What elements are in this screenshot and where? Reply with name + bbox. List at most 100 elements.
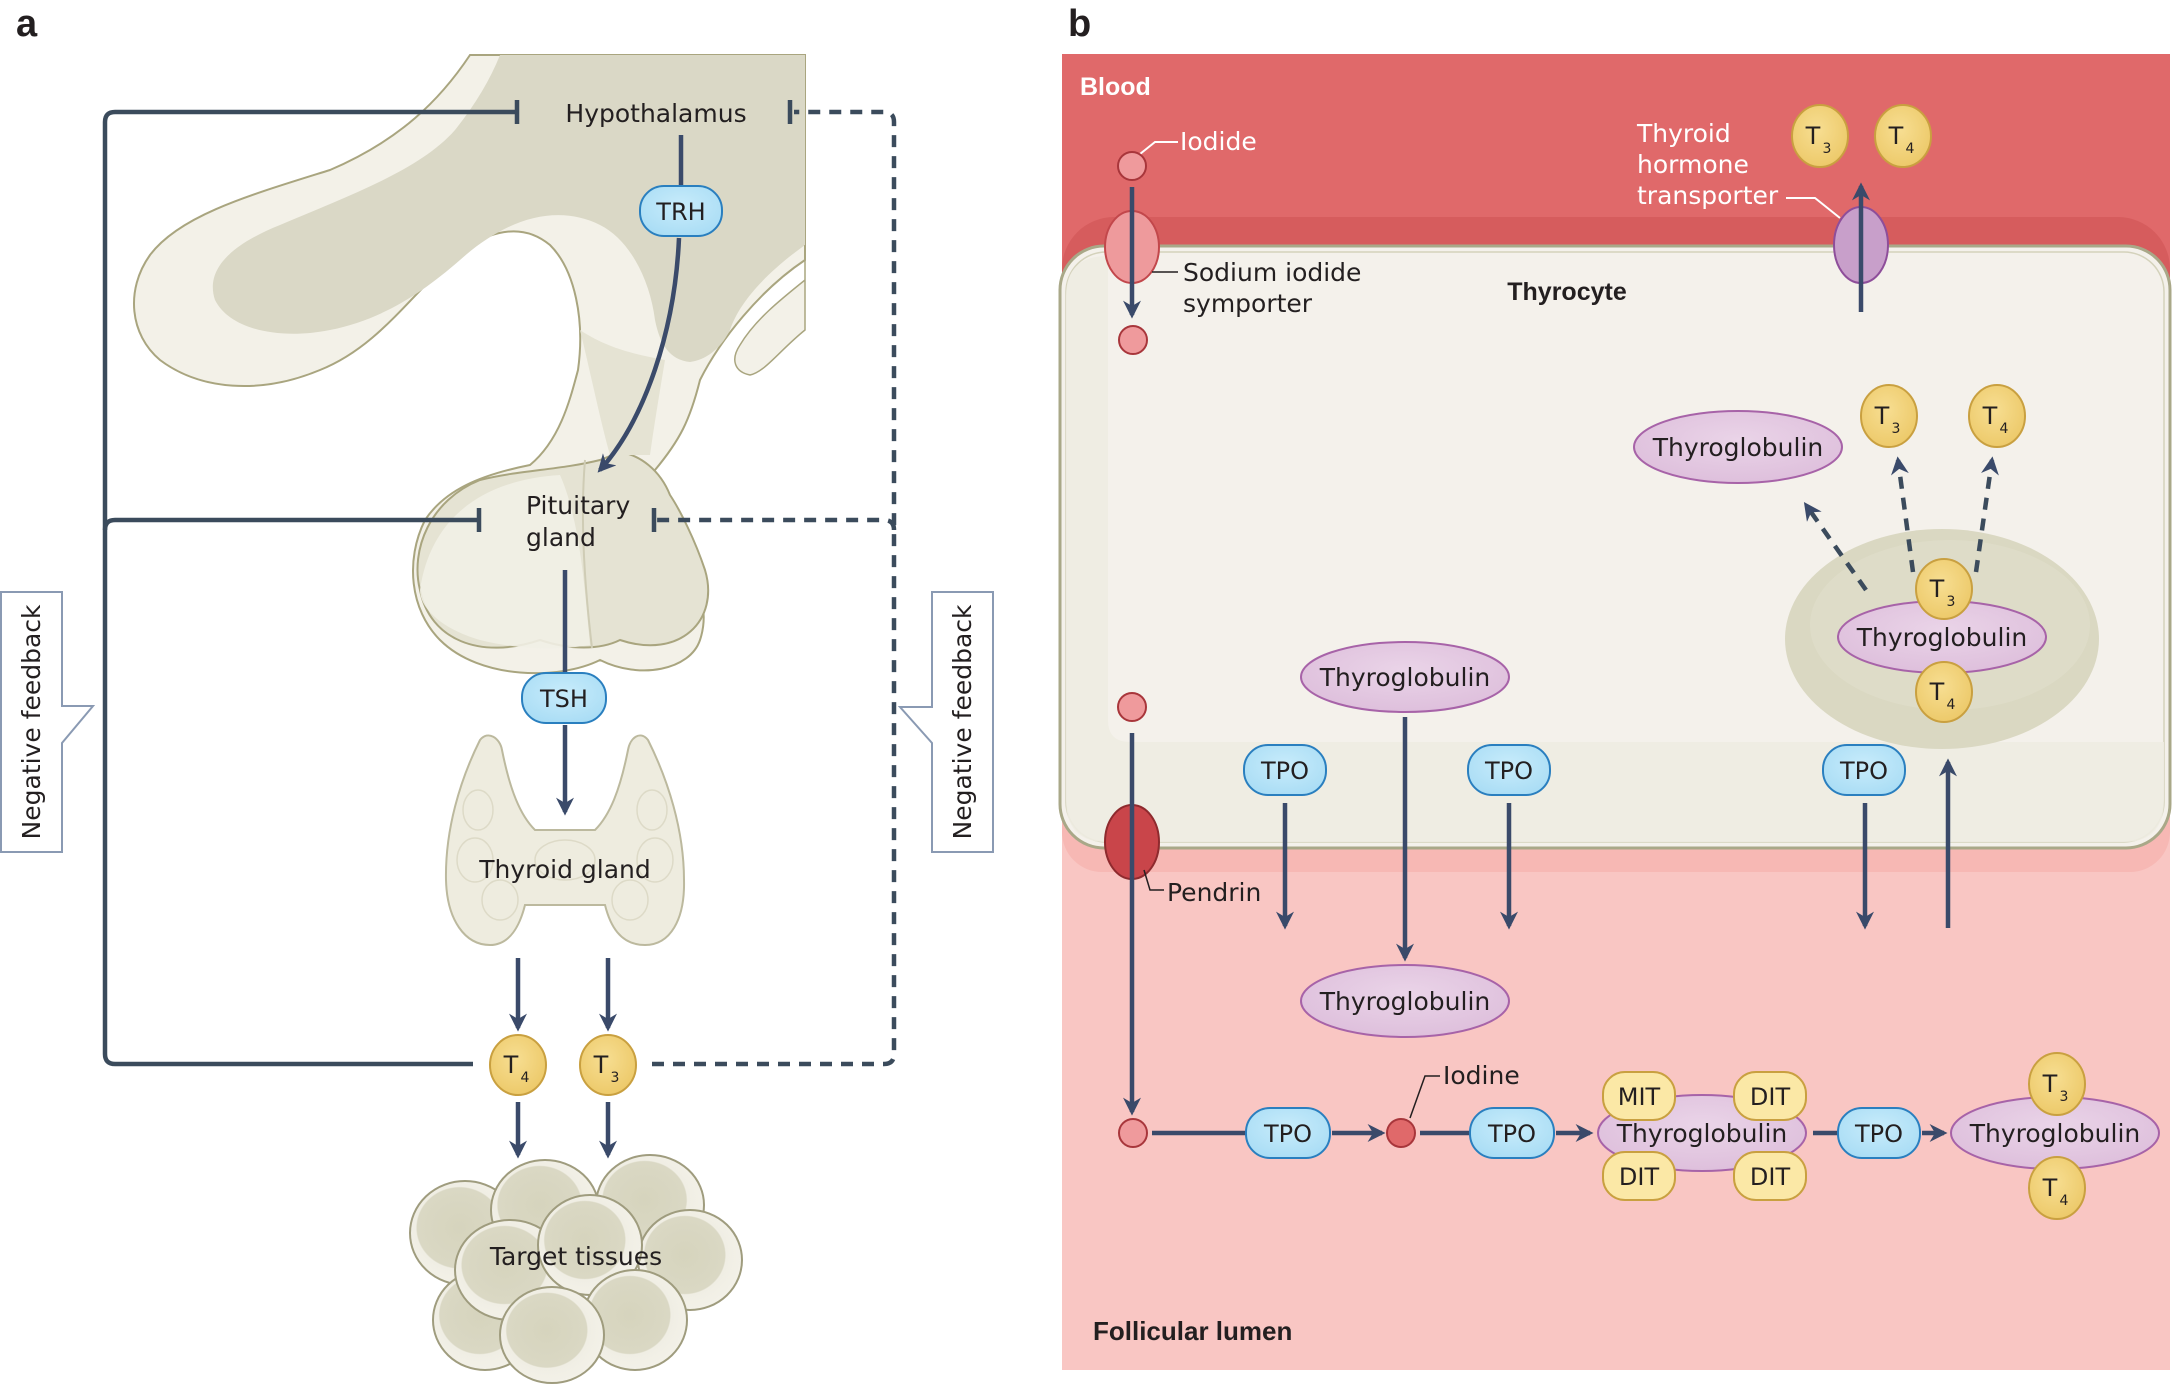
mit-residue: MIT bbox=[1602, 1071, 1676, 1121]
svg-text:TPO: TPO bbox=[1854, 1120, 1903, 1148]
dit-residue-top: DIT bbox=[1733, 1071, 1807, 1121]
thyroglobulin-with-hormones: Thyroglobulin T 3 T 4 bbox=[1950, 1052, 2160, 1220]
pituitary-label-line2: gland bbox=[526, 523, 596, 552]
t4-hormone-blood: T 4 bbox=[1874, 104, 1932, 168]
trh-label: TRH bbox=[655, 198, 705, 226]
thyrocyte-label: Thyrocyte bbox=[1507, 278, 1627, 306]
svg-text:TPO: TPO bbox=[1484, 757, 1533, 785]
svg-text:TPO: TPO bbox=[1260, 757, 1309, 785]
svg-text:Thyroglobulin: Thyroglobulin bbox=[1319, 663, 1491, 692]
t3-hormone-blood: T 3 bbox=[1791, 104, 1849, 168]
svg-text:T: T bbox=[1929, 678, 1945, 706]
svg-text:DIT: DIT bbox=[1619, 1163, 1660, 1191]
svg-text:4: 4 bbox=[2060, 1193, 2069, 1209]
iodide-ion-blood bbox=[1117, 151, 1147, 181]
thyroid-gland bbox=[444, 734, 686, 947]
trh-to-pituitary-arrow bbox=[597, 237, 682, 473]
target-tissues-label: Target tissues bbox=[489, 1242, 662, 1271]
iodine-atom bbox=[1386, 1118, 1416, 1148]
negative-feedback-callout-left: Negative feedback bbox=[0, 591, 96, 853]
transporter-label-line1: Thyroid bbox=[1636, 119, 1731, 148]
svg-text:4: 4 bbox=[2000, 421, 2009, 437]
svg-text:3: 3 bbox=[1892, 421, 1901, 437]
tpo-cytoplasm-2: TPO bbox=[1467, 744, 1551, 796]
brain-anatomy bbox=[133, 54, 806, 675]
symporter-label-line1: Sodium iodide bbox=[1183, 258, 1361, 287]
negative-feedback-left-label: Negative feedback bbox=[17, 604, 46, 840]
panel-a-letter: a bbox=[16, 3, 38, 45]
blood-label: Blood bbox=[1080, 73, 1151, 101]
transporter-label-line2: hormone bbox=[1637, 150, 1749, 179]
svg-text:T: T bbox=[1805, 122, 1821, 150]
svg-text:3: 3 bbox=[1823, 141, 1832, 157]
thyroglobulin-cytoplasm: Thyroglobulin bbox=[1300, 641, 1510, 713]
iodide-ion-cytoplasm bbox=[1118, 325, 1148, 355]
t3-pituitary-feedback-line bbox=[656, 517, 897, 531]
svg-text:Thyroglobulin: Thyroglobulin bbox=[1319, 987, 1491, 1016]
svg-text:Thyroglobulin: Thyroglobulin bbox=[1652, 433, 1824, 462]
t4-sub: 4 bbox=[521, 1070, 530, 1086]
release-thyroglobulin-arrow bbox=[1803, 502, 1868, 592]
svg-text:TPO: TPO bbox=[1263, 1120, 1312, 1148]
pendrin-label: Pendrin bbox=[1167, 878, 1261, 907]
tsh-label: TSH bbox=[539, 685, 588, 713]
target-tissues bbox=[409, 1154, 743, 1384]
tsh-pill: TSH bbox=[521, 672, 607, 724]
release-t3-arrow bbox=[1890, 456, 1916, 573]
tpo-lumen-1: TPO bbox=[1245, 1107, 1331, 1159]
transporter-label-line3: transporter bbox=[1637, 181, 1779, 210]
t4-released: T 4 bbox=[1968, 384, 2026, 448]
tpo-lumen-3: TPO bbox=[1837, 1107, 1921, 1159]
trh-pill: TRH bbox=[639, 185, 723, 237]
follicular-lumen-label: Follicular lumen bbox=[1093, 1316, 1292, 1346]
t3-base: T bbox=[593, 1051, 609, 1079]
symporter-label-line2: symporter bbox=[1183, 289, 1313, 318]
svg-text:DIT: DIT bbox=[1750, 1163, 1791, 1191]
tpo-cytoplasm-1: TPO bbox=[1243, 744, 1327, 796]
panel-b-letter: b bbox=[1068, 3, 1091, 45]
svg-text:T: T bbox=[1929, 575, 1945, 603]
thyroglobulin-released: Thyroglobulin bbox=[1633, 410, 1843, 484]
t3-released: T 3 bbox=[1860, 384, 1918, 448]
t3-hormone-a: T 3 bbox=[579, 1034, 637, 1096]
negative-feedback-right-label: Negative feedback bbox=[948, 604, 977, 840]
t4-base: T bbox=[503, 1051, 519, 1079]
iodide-ion-apical bbox=[1117, 692, 1147, 722]
t4-hormone-a: T 4 bbox=[489, 1034, 547, 1096]
svg-text:Thyroglobulin: Thyroglobulin bbox=[1856, 623, 2028, 652]
svg-text:DIT: DIT bbox=[1750, 1083, 1791, 1111]
t3-sub: 3 bbox=[611, 1070, 620, 1086]
svg-text:T: T bbox=[1982, 402, 1998, 430]
thyroglobulin-complex-droplet: Thyroglobulin T 3 T 4 bbox=[1837, 558, 2047, 723]
svg-text:3: 3 bbox=[2060, 1089, 2069, 1105]
iodide-ion-lumen bbox=[1118, 1118, 1148, 1148]
svg-text:MIT: MIT bbox=[1618, 1083, 1661, 1111]
pituitary-label-line1: Pituitary bbox=[526, 491, 630, 520]
svg-text:Thyroglobulin: Thyroglobulin bbox=[1616, 1119, 1788, 1148]
svg-text:3: 3 bbox=[1947, 594, 1956, 610]
t4-pituitary-feedback-line bbox=[102, 517, 479, 531]
tpo-cytoplasm-3: TPO bbox=[1822, 744, 1906, 796]
panel-b: b Blood Thyrocyte Follicular lumen Iodid… bbox=[1058, 3, 2172, 1370]
t4-feedback-line bbox=[102, 109, 517, 1067]
svg-text:T: T bbox=[1888, 122, 1904, 150]
svg-text:TPO: TPO bbox=[1839, 757, 1888, 785]
panel-a: a Hypothalamus bbox=[0, 3, 994, 1384]
svg-text:T: T bbox=[1874, 402, 1890, 430]
thyroglobulin-iodinated: Thyroglobulin MIT DIT DIT DIT bbox=[1597, 1071, 1807, 1201]
thyroglobulin-lumen: Thyroglobulin bbox=[1300, 964, 1510, 1038]
thyroid-gland-label: Thyroid gland bbox=[478, 855, 651, 884]
svg-text:T: T bbox=[2042, 1174, 2058, 1202]
svg-text:TPO: TPO bbox=[1487, 1120, 1536, 1148]
svg-text:Thyroglobulin: Thyroglobulin bbox=[1969, 1119, 2141, 1148]
dit-residue-bottom-left: DIT bbox=[1602, 1151, 1676, 1201]
dit-residue-bottom-right: DIT bbox=[1733, 1151, 1807, 1201]
svg-text:4: 4 bbox=[1906, 141, 1915, 157]
svg-text:T: T bbox=[2042, 1070, 2058, 1098]
tpo-lumen-2: TPO bbox=[1469, 1107, 1555, 1159]
release-t4-arrow bbox=[1973, 456, 1999, 573]
t3-feedback-line bbox=[652, 109, 897, 1067]
iodine-label: Iodine bbox=[1443, 1061, 1520, 1090]
svg-text:4: 4 bbox=[1947, 697, 1956, 713]
